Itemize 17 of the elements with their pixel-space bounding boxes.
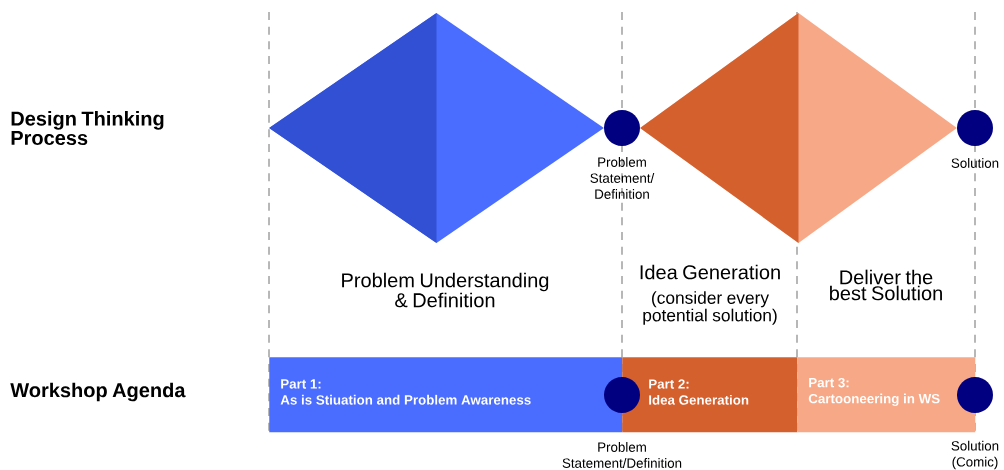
phase-caption: Idea Generation [640, 264, 780, 280]
milestone-caption: Solution (Comic) [951, 440, 999, 470]
phase-caption: Deliver the best Solution [830, 269, 942, 301]
agenda-bar: Part 2: Idea Generation [622, 357, 798, 433]
phase-note: (consider every potential solution) [643, 291, 777, 325]
circle-marker [604, 377, 640, 413]
phase-caption: Problem Understanding & Definition [342, 272, 549, 308]
agenda-bar: Part 1: As is Stiuation and Problem Awareness [269, 357, 623, 433]
circle-marker [957, 377, 993, 413]
circle-marker [604, 110, 640, 146]
row-heading: Design Thinking Process [11, 111, 164, 145]
milestone-caption: Problem Statement/Definition [562, 442, 682, 468]
circle-marker [957, 110, 993, 146]
milestone-caption: Problem Statement/ Definition [590, 157, 655, 199]
milestone-caption: Solution [951, 158, 999, 168]
row-heading: Workshop Agenda [10, 382, 186, 402]
agenda-bar: Part 3: Cartooneering in WS [797, 357, 976, 433]
